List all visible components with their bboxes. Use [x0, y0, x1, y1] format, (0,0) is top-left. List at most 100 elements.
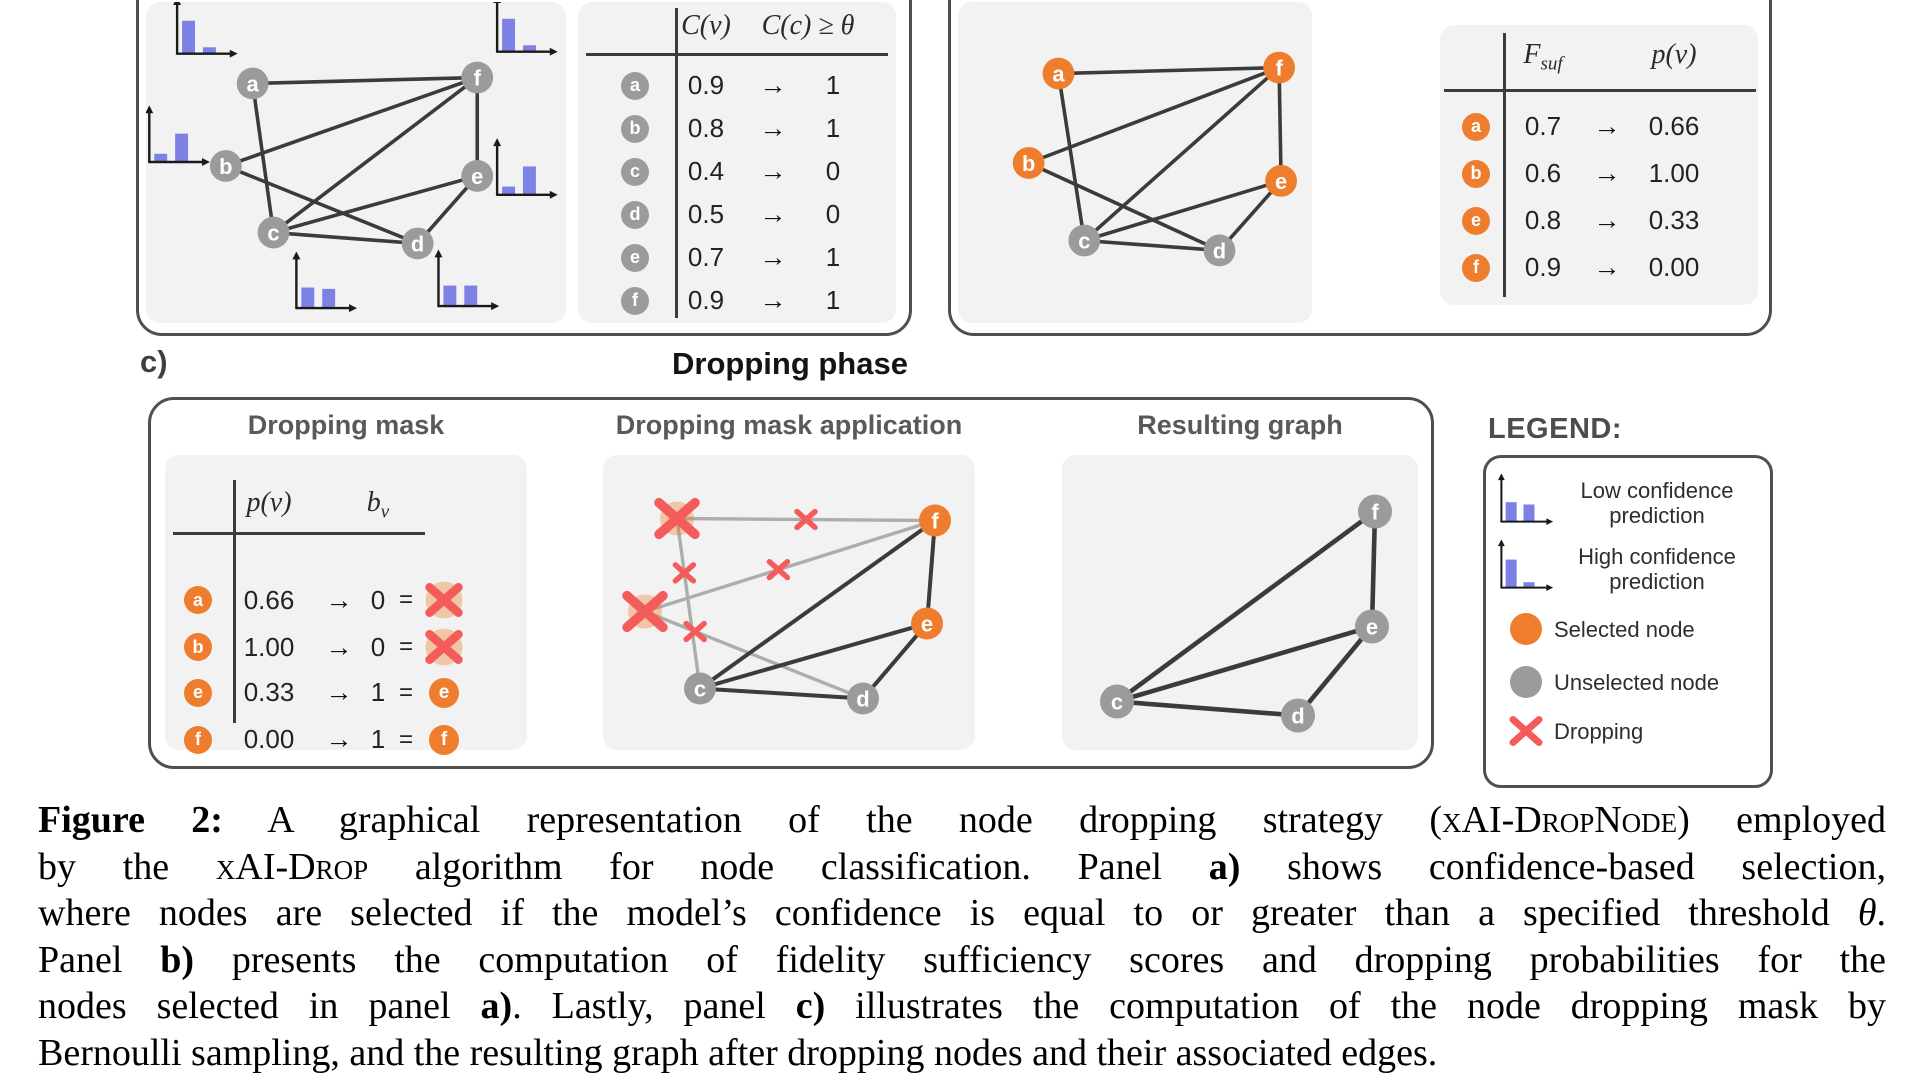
cell-value-2: 0.33 [1648, 205, 1700, 235]
axis-arrow-icon [229, 49, 238, 58]
caption-text: by the [38, 845, 216, 888]
graph-node-a [1042, 57, 1075, 90]
graph-edge-b-d [224, 164, 420, 246]
dropping-x-icon [794, 508, 818, 531]
legend-item-low: Low confidence prediction [1498, 470, 1760, 536]
x-icon-svg [1509, 716, 1543, 746]
histogram-icon [1498, 540, 1554, 598]
graph-node-label-c: c [267, 220, 279, 245]
graph-edge-b-f [224, 75, 480, 168]
caption-text: . Lastly, panel [512, 985, 796, 1027]
graph-edge-c-f [1082, 65, 1281, 243]
graph-node-label-a: a [1052, 61, 1065, 86]
caption-text: . [1876, 892, 1887, 934]
graph-node-a [236, 67, 269, 100]
dropping-x-icon [1509, 716, 1543, 746]
cell-value-2: 0 [825, 199, 841, 229]
arrow-icon: → [759, 285, 787, 315]
graph-node-label-f: f [931, 508, 939, 533]
graph-node-label-c: c [1111, 689, 1123, 714]
arrow-icon: → [759, 199, 787, 229]
graph-node-label-b: b [219, 154, 232, 179]
histogram-bar [1505, 559, 1517, 588]
axis-arrow-icon [146, 105, 154, 114]
graph-edge-c-f [1114, 509, 1378, 704]
node-badge-b: b [621, 114, 649, 143]
caption-line: by the xAI-Drop algorithm for node class… [38, 844, 1886, 891]
math-header: p(v) [246, 487, 292, 518]
graph-node-d [1203, 234, 1236, 267]
legend-label: High confidence prediction [1578, 544, 1736, 594]
node-badge-c: c [621, 157, 649, 186]
graph-edge-c-e [271, 174, 480, 235]
cell-value-2: 1 [825, 113, 841, 143]
graph-edge-a-c [1056, 71, 1087, 243]
panel-c-label: c) [140, 344, 168, 379]
mask-result-a [419, 575, 469, 625]
histogram-icon-svg [1498, 540, 1554, 592]
cell-value-1: 0.8 [687, 113, 725, 143]
dropping-x-icon [654, 497, 700, 540]
histogram-bar [464, 285, 478, 307]
axis-arrow-icon [1546, 584, 1554, 592]
graph-node-f [461, 61, 494, 94]
caption-line: Bernoulli sampling, and the resulting gr… [38, 1030, 1886, 1077]
dropping-x-icon [425, 582, 463, 618]
node-badge-e: e [621, 243, 649, 272]
cell-value-1: 0.9 [687, 285, 725, 315]
graph-edge-b-f [1026, 65, 1281, 165]
node-circle [1510, 666, 1542, 698]
graph-edge-a-f [250, 75, 480, 86]
legend-item-dropping: Dropping [1498, 708, 1760, 754]
histogram-bar [1505, 502, 1517, 522]
cell-value-2: 1 [825, 242, 841, 272]
equals-sign: = [398, 586, 413, 613]
graph-node-label-c: c [694, 676, 706, 701]
cell-value-2: 1.00 [1648, 158, 1700, 188]
arrow-icon: → [325, 584, 353, 615]
histogram-bar [502, 18, 516, 52]
table-rule [586, 53, 888, 56]
axis-arrow-icon [549, 190, 558, 199]
graph-node-d [1281, 698, 1315, 733]
caption-text: algorithm for node classification. Panel [368, 845, 1209, 888]
node-badge-a: a [184, 586, 212, 614]
caption-text: nodes selected in panel [38, 985, 481, 1027]
legend-item-selected: Selected node [1498, 602, 1760, 656]
node-badge-b: b [1462, 159, 1490, 188]
histogram-bar [154, 153, 168, 163]
histogram-bar [1523, 582, 1535, 588]
legend-label: Selected node [1554, 616, 1695, 642]
graph-node-label-e: e [1366, 614, 1378, 639]
histogram-icon-svg [1498, 474, 1554, 526]
cell-value-2: 0.00 [1648, 252, 1700, 282]
graph-node-label-a: a [247, 71, 260, 96]
dropping-x-icon [1498, 711, 1554, 751]
dropping-x-icon [622, 590, 668, 633]
node-badge-e: e [184, 678, 212, 707]
circle-orange-icon [1498, 609, 1554, 649]
graph-node-e [1355, 609, 1389, 644]
graph-edge-e-f [925, 518, 937, 626]
axis-arrow-icon [349, 304, 357, 313]
table-rule [1503, 33, 1506, 297]
graph-edge-d-e [861, 621, 929, 701]
graph-node-label-e: e [921, 611, 933, 636]
node-badge-e: e [1462, 206, 1490, 235]
cell-value-2: 1 [370, 677, 386, 707]
dropping-mask-application-title: Dropping mask application [615, 410, 963, 440]
cell-value-2: 0.66 [1648, 111, 1700, 141]
graph-edge-a-c [250, 81, 276, 235]
graph-edge-a-f [1056, 65, 1281, 76]
caption-line: nodes selected in panel a). Lastly, pane… [38, 983, 1886, 1030]
histogram-bar [202, 47, 216, 54]
histogram-bar [301, 287, 315, 309]
